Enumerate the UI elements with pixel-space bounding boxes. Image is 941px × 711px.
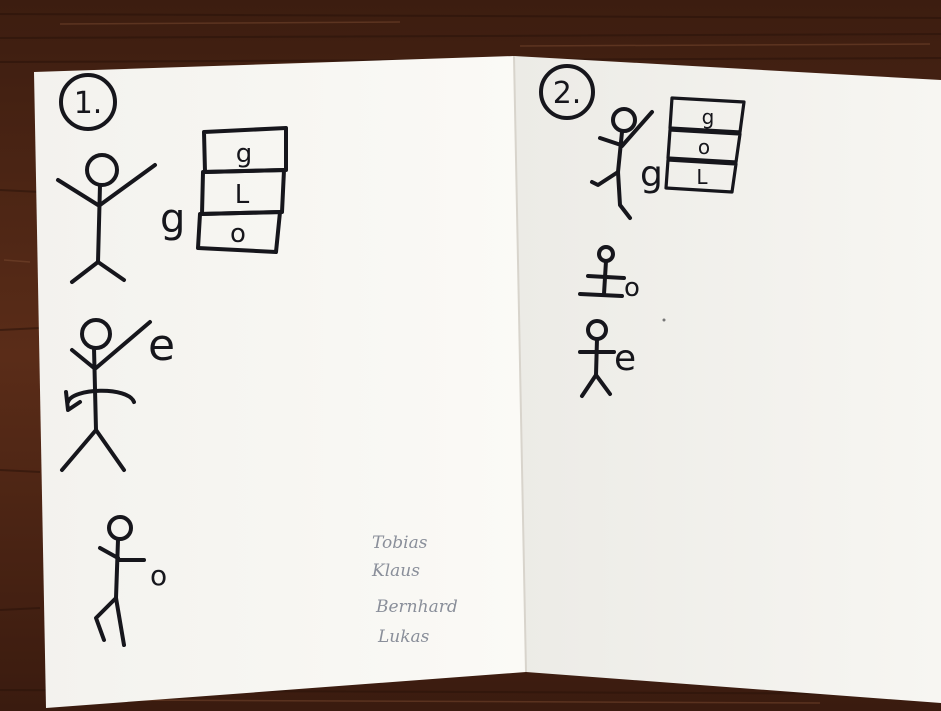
- figure-letter-2: e: [148, 320, 175, 371]
- right-page: [514, 56, 941, 703]
- paper-speck: [663, 319, 666, 322]
- stack2-box-3: L: [696, 165, 708, 189]
- figure-letter-1: g: [160, 196, 185, 242]
- stack2-box-2: o: [698, 135, 710, 159]
- svg-text:2.: 2.: [553, 76, 582, 111]
- stack-box-1: g: [236, 139, 253, 169]
- name-1: Tobias: [372, 533, 428, 553]
- name-4: Lukas: [377, 627, 430, 647]
- stack-box-2: L: [235, 180, 250, 210]
- figure-letter-5: o: [624, 273, 640, 303]
- figure-letter-4: g: [640, 154, 663, 195]
- name-3: Bernhard: [375, 597, 458, 617]
- stack2-box-1: g: [702, 105, 715, 129]
- name-2: Klaus: [371, 561, 420, 581]
- figure-letter-6: e: [614, 338, 636, 379]
- svg-text:1.: 1.: [74, 86, 103, 121]
- stack-box-3: o: [230, 219, 246, 249]
- figure-letter-3: o: [150, 559, 167, 592]
